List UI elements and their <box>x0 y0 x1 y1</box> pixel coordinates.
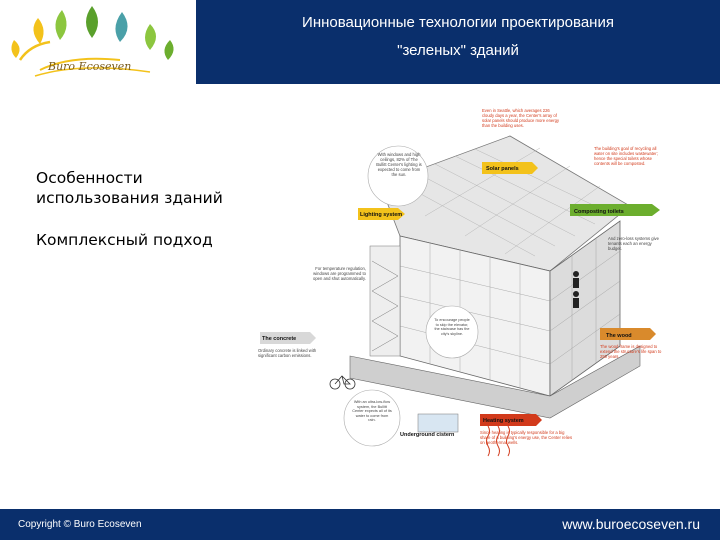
note-stairs: To encourage people to skip the elevator… <box>434 318 470 336</box>
svg-text:Composting toilets: Composting toilets <box>574 209 624 215</box>
note-solar: Even in Seattle, which averages 226 clou… <box>482 108 562 128</box>
label-heating: Heating system <box>480 414 542 426</box>
label-wood: The wood <box>600 328 656 340</box>
svg-text:Underground cistern: Underground cistern <box>400 432 455 438</box>
note-tenant: And zero-loss systems give tenants each … <box>608 236 666 251</box>
label-composting: Composting toilets <box>570 204 660 216</box>
page-title-line2: "зеленых" зданий <box>196 42 720 59</box>
note-wood: The wood frame is designed to extend the… <box>600 344 664 359</box>
svg-text:The wood: The wood <box>606 333 632 339</box>
note-heating: Since heating is typically responsible f… <box>480 430 576 445</box>
svg-text:Solar panels: Solar panels <box>486 166 519 172</box>
svg-text:Lighting system: Lighting system <box>360 212 402 218</box>
label-lighting: Lighting system <box>358 208 405 220</box>
note-temperature: For temperature regulation, windows are … <box>304 266 366 281</box>
company-logo: Buro Ecoseven <box>0 0 196 84</box>
logo-graphic: Buro Ecoseven <box>0 0 196 84</box>
svg-text:The concrete: The concrete <box>262 336 296 342</box>
footer-bar: Copyright © Buro Ecoseven www.buroecosev… <box>0 509 720 540</box>
label-cistern: Underground cistern <box>400 432 455 438</box>
note-lighting: With windows and high ceilings, 82% of T… <box>376 152 422 177</box>
label-concrete: The concrete <box>260 332 316 344</box>
page-title-line1: Инновационные технологии проектирования <box>196 14 720 31</box>
content-text: Особенности использования зданий Комплек… <box>36 168 226 250</box>
copyright-text: Copyright © Buro Ecoseven <box>18 519 142 530</box>
building-illustration: Lighting system Solar panels Composting … <box>250 96 670 504</box>
svg-text:Heating system: Heating system <box>483 418 524 424</box>
website-link[interactable]: www.buroecoseven.ru <box>562 516 700 532</box>
label-solar: Solar panels <box>482 162 538 174</box>
note-composting: The building's goal of recycling all wat… <box>594 146 664 166</box>
svg-text:Buro Ecoseven: Buro Ecoseven <box>47 60 131 73</box>
content-item-approach: Комплексный подход <box>36 230 226 250</box>
note-water: With an ultra-low-flow system, the Bulli… <box>352 400 392 423</box>
title-banner: Инновационные технологии проектирования … <box>196 0 720 84</box>
content-item-features: Особенности использования зданий <box>36 168 226 208</box>
building-diagram: Lighting system Solar panels Composting … <box>250 96 670 504</box>
note-concrete: Ordinary concrete is linked with signifi… <box>258 348 318 358</box>
